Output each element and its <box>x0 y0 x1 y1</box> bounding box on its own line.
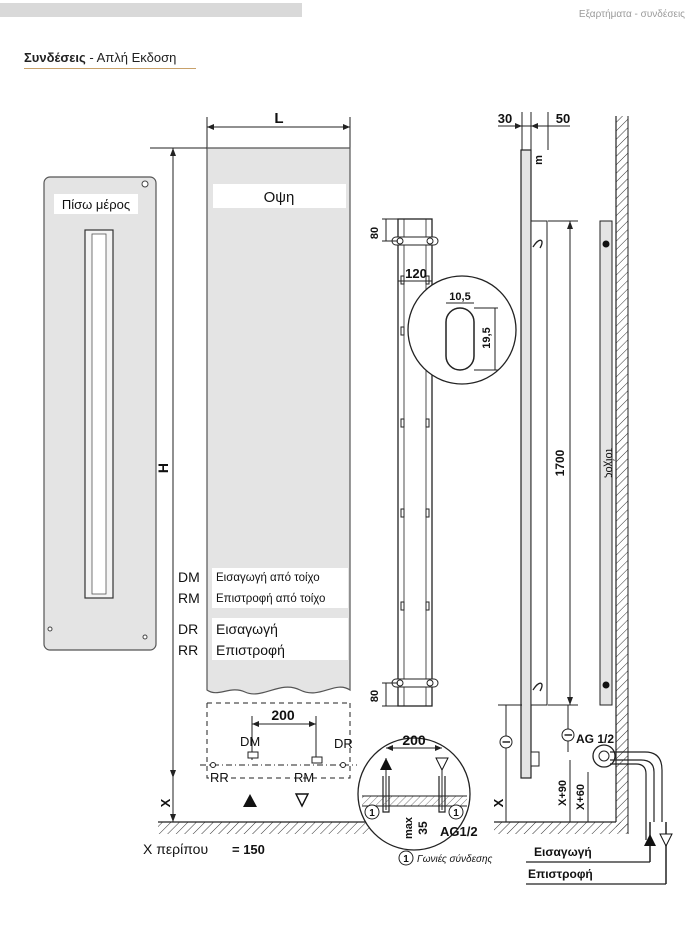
legend-dm-text: Εισαγωγή από τοίχο <box>216 572 320 584</box>
back-view-label: Πίσω μέρος <box>62 197 130 212</box>
callout-icon: 1 <box>403 854 409 865</box>
side-x-60: X+60 <box>575 784 587 810</box>
slot-height: 19,5 <box>481 327 493 348</box>
side-m-label: m <box>533 155 545 165</box>
section-title-rest: - Απλή Εκδοση <box>85 50 177 65</box>
detail-callout-left: 1 <box>369 808 375 819</box>
header-bar <box>0 3 302 17</box>
x-dimension-label: X <box>158 798 173 807</box>
side-inlet-arrow-icon <box>644 834 656 846</box>
side-dim-30: 30 <box>498 111 512 126</box>
side-view: 30 50 m 1700 τοίχος l X <box>491 111 673 885</box>
legend-rm-code: RM <box>178 590 200 606</box>
side-return-arrow-icon <box>659 833 673 848</box>
title-underline <box>24 68 196 69</box>
legend-rr-code: RR <box>178 642 198 658</box>
side-dim-50: 50 <box>556 111 570 126</box>
bracket-bottom-offset: 80 <box>369 690 381 702</box>
detail-max-label: max <box>403 816 415 839</box>
width-dimension-label: L <box>274 110 283 127</box>
bracket-top-offset: 80 <box>369 227 381 239</box>
inlet-arrow-icon <box>243 794 257 807</box>
connection-detail: 200 1 1 max 35 AG1/2 1 Γωνιές σύνδεσης <box>357 732 493 866</box>
callout-text: Γωνιές σύνδεσης <box>417 853 493 865</box>
section-title-bold: Συνδέσεις <box>24 50 86 65</box>
dr-marker-label: DR <box>334 736 353 751</box>
detail-inlet-arrow-icon <box>380 758 392 770</box>
slot-width: 10,5 <box>449 291 470 303</box>
detail-spacing: 200 <box>402 732 426 748</box>
side-x-90: X+90 <box>557 780 569 806</box>
side-return-label: Επιστροφή <box>528 867 593 881</box>
back-view: Πίσω μέρος <box>43 176 157 651</box>
legend-dm-code: DM <box>178 569 200 585</box>
height-dimension-label: H <box>155 463 171 473</box>
legend-dr-text: Εισαγωγή <box>216 621 278 637</box>
legend-rm-text: Επιστροφή από τοίχο <box>216 593 325 605</box>
rr-marker-label: RR <box>210 770 229 785</box>
detail-thread: AG1/2 <box>440 824 478 839</box>
header-section-label: Εξαρτήματα - συνδέσεις <box>578 9 685 20</box>
front-view-label: Οψη <box>264 189 295 206</box>
side-l-left: l <box>502 740 513 743</box>
bottom-spacing-label: 200 <box>271 707 295 723</box>
wall-label: τοίχος <box>603 448 615 478</box>
return-arrow-icon <box>294 793 310 808</box>
detail-return-arrow-icon <box>435 757 449 772</box>
section-title: Συνδέσεις - Απλή Εκδοση <box>24 50 176 65</box>
detail-callout-right: 1 <box>453 808 459 819</box>
side-l-right: l <box>564 733 575 736</box>
x-note-prefix: X περίπου <box>143 841 208 857</box>
side-height-1700: 1700 <box>553 449 567 476</box>
dm-marker-label: DM <box>240 734 260 749</box>
side-thread: AG 1/2 <box>576 732 614 746</box>
side-inlet-label: Εισαγωγή <box>534 845 592 859</box>
side-x-label: X <box>491 798 506 807</box>
legend-dr-code: DR <box>178 621 198 637</box>
mounting-bracket: 80 80 120 10,5 19,5 <box>369 218 517 707</box>
legend-rr-text: Επιστροφή <box>216 642 285 658</box>
detail-max-value: 35 <box>416 821 430 835</box>
front-view: L Οψη H DM Εισαγωγή από τοίχο RM Επιστρο… <box>143 110 370 857</box>
bracket-width: 120 <box>405 266 427 281</box>
x-note-value: = 150 <box>232 842 265 857</box>
rm-marker-label: RM <box>294 770 314 785</box>
